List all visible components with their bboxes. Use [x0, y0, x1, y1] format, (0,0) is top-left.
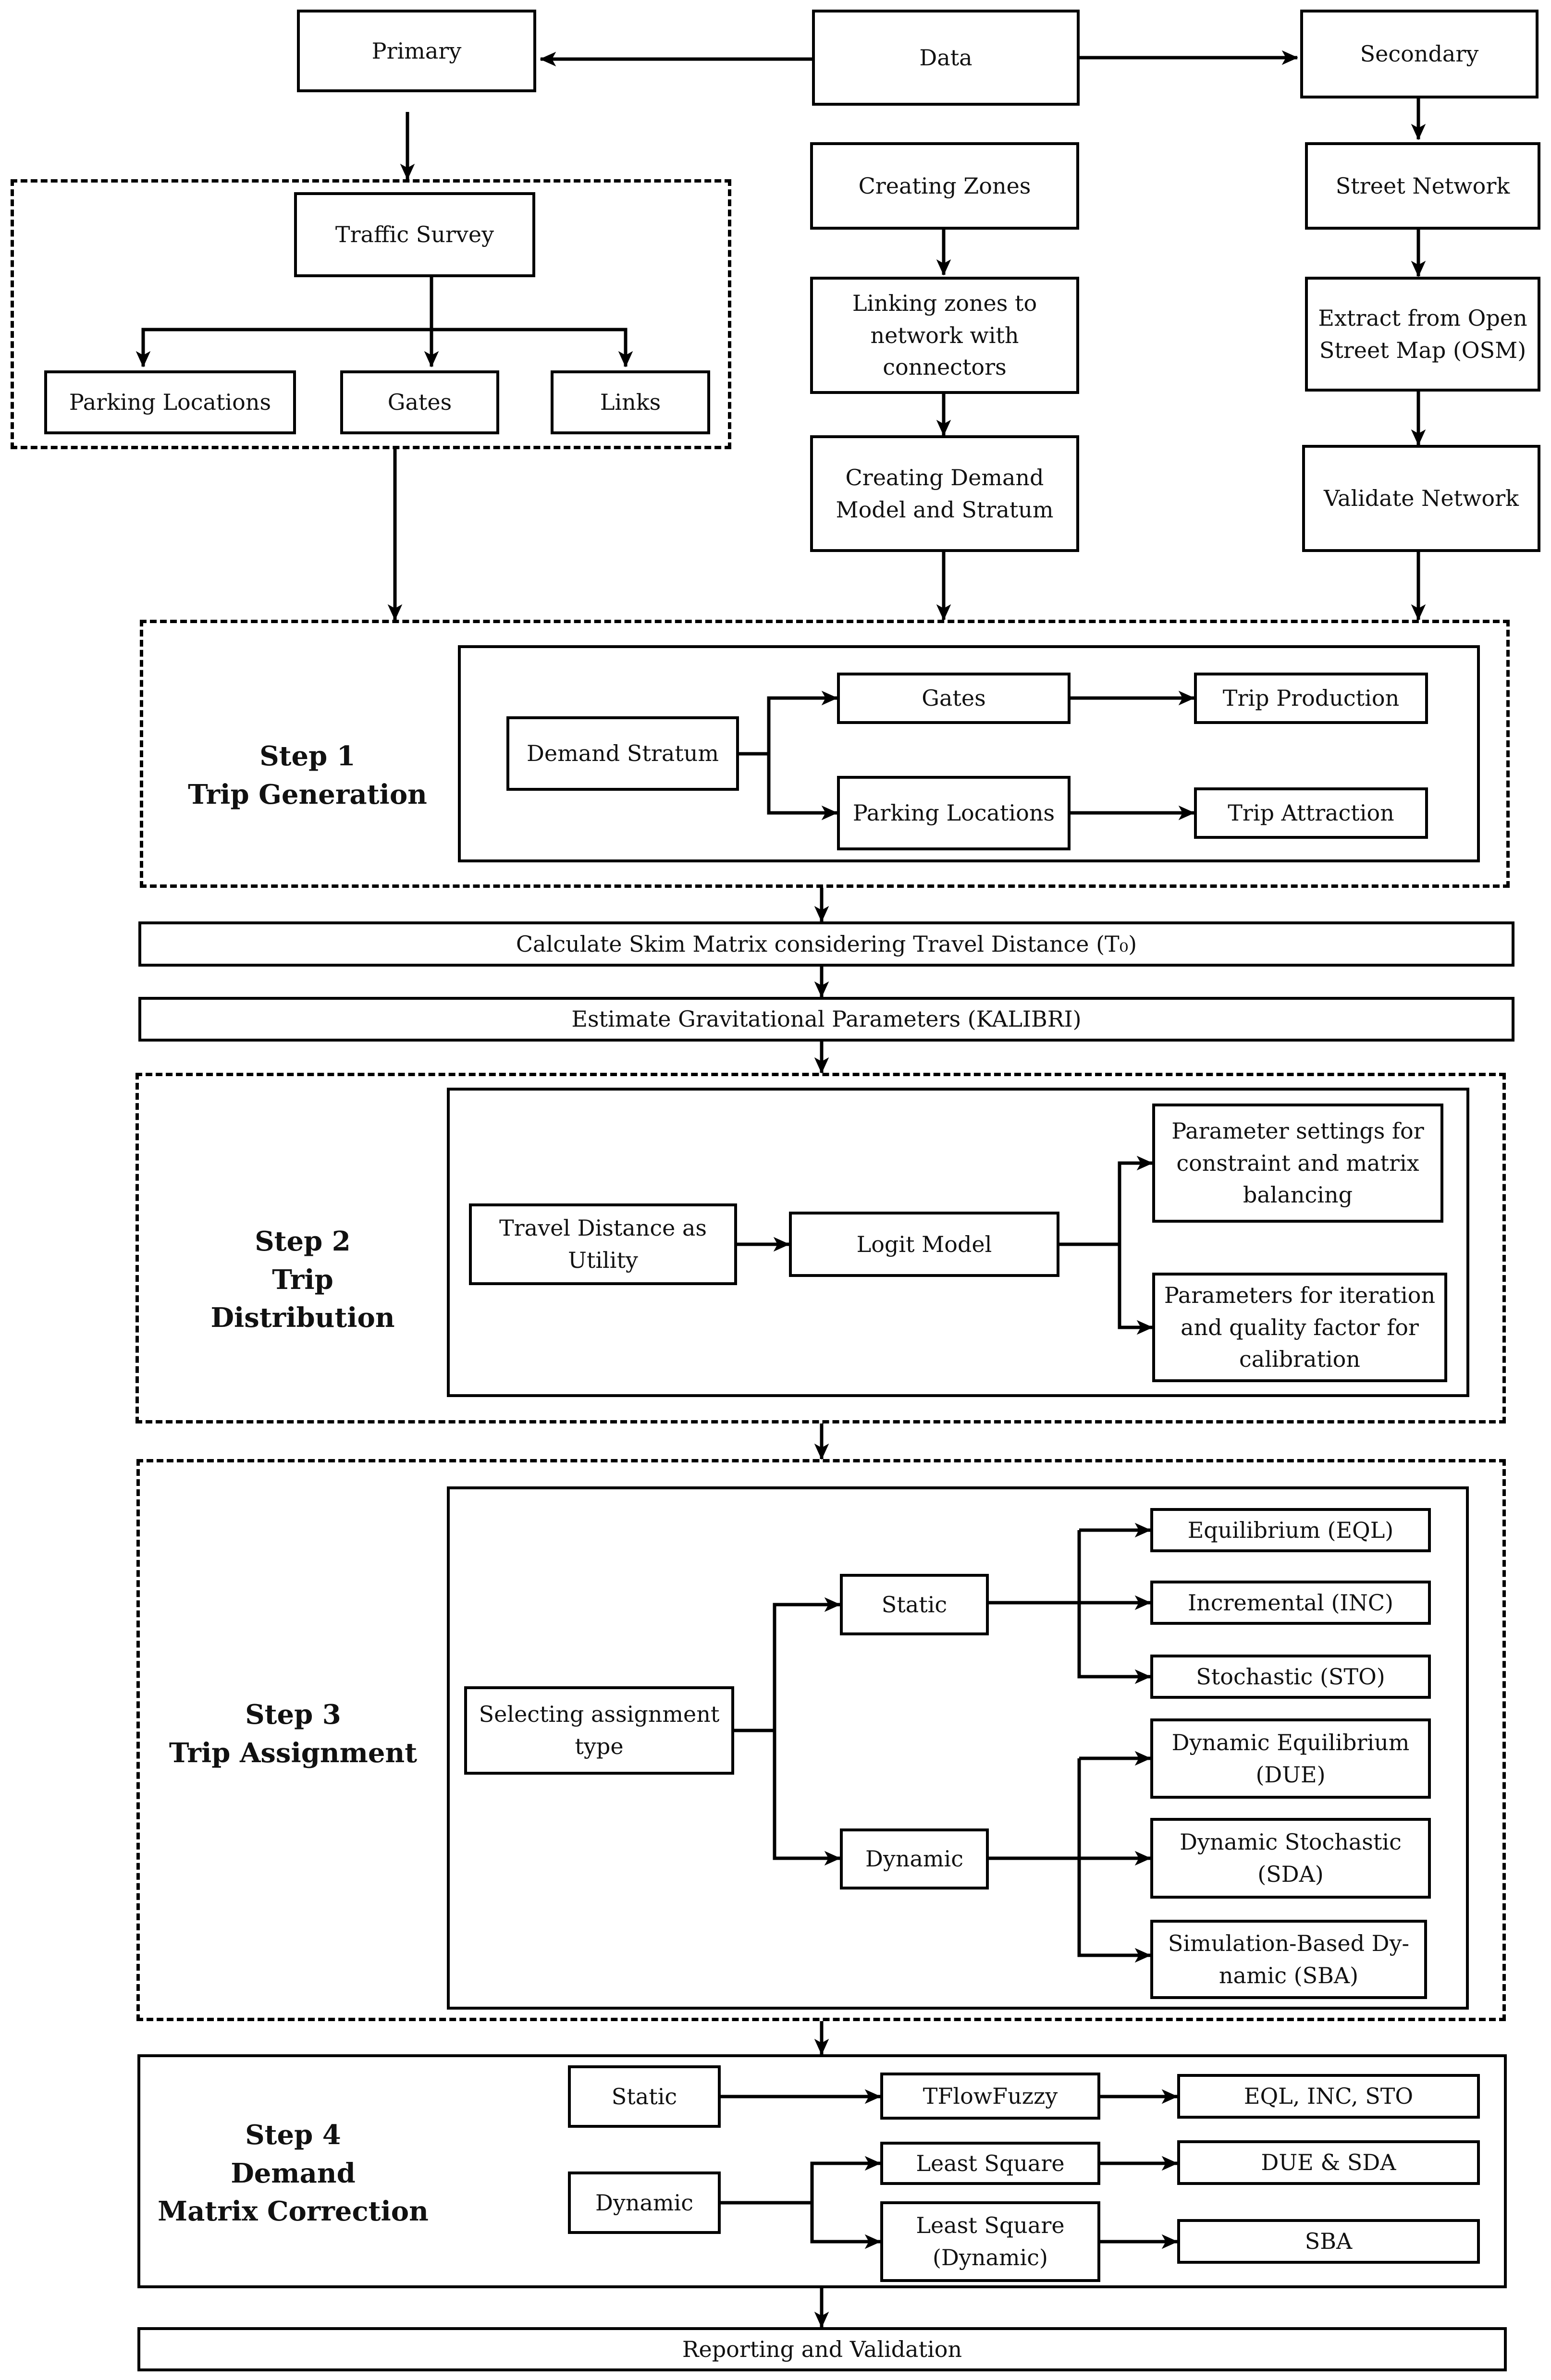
- step2-inner-panel: [447, 1088, 1469, 1397]
- dynamic-assignment-box: Dynamic: [840, 1828, 989, 1889]
- step1-container: [140, 620, 1510, 888]
- simulation-based-dynamic-sba-box: Simulation-Based Dy-namic (SBA): [1150, 1920, 1427, 1999]
- step1-label: Step 1 Trip Generation: [188, 740, 427, 810]
- step4-dynamic-box: Dynamic: [568, 2171, 721, 2234]
- step2-label: Step 2 Trip Distribution: [210, 1226, 395, 1334]
- dynamic-equilibrium-due-box: Dynamic Equilibrium (DUE): [1150, 1718, 1431, 1799]
- least-square-box: Least Square: [880, 2142, 1100, 2185]
- logit-model-box: Logit Model: [789, 1212, 1059, 1277]
- primary-box: Primary: [297, 10, 536, 92]
- traffic-survey-group: [11, 179, 731, 449]
- least-square-dynamic-box: Least Square (Dynamic): [880, 2201, 1100, 2282]
- demand-stratum-box: Demand Stratum: [506, 716, 739, 791]
- incremental-inc-box: Incremental (INC): [1150, 1581, 1431, 1625]
- dynamic-stochastic-sda-box: Dynamic Stochastic (SDA): [1150, 1818, 1431, 1899]
- parameter-iteration-box: Parameters for iteration and quality fac…: [1152, 1273, 1447, 1382]
- step4-static-box: Static: [568, 2065, 721, 2128]
- gravitational-parameters-box: Estimate Gravitational Parameters (KALIB…: [138, 997, 1514, 1042]
- gates-box: Gates: [340, 370, 499, 434]
- step3-inner-panel: [447, 1486, 1469, 2010]
- equilibrium-eql-box: Equilibrium (EQL): [1150, 1508, 1431, 1552]
- trip-production-box: Trip Production: [1194, 673, 1428, 724]
- travel-distance-utility-box: Travel Distance as Utility: [469, 1203, 737, 1285]
- step4-container: [137, 2054, 1507, 2288]
- data-box: Data: [812, 10, 1080, 106]
- skim-matrix-box: Calculate Skim Matrix considering Travel…: [138, 921, 1514, 967]
- street-network-box: Street Network: [1305, 142, 1540, 230]
- step2-container: [135, 1073, 1506, 1423]
- traffic-survey-box: Traffic Survey: [294, 192, 535, 277]
- creating-demand-box: Creating Demand Model and Stratum: [810, 435, 1079, 552]
- step3-container: [136, 1459, 1506, 2021]
- due-sda-box: DUE & SDA: [1177, 2140, 1480, 2185]
- step4-sba-box: SBA: [1177, 2219, 1480, 2264]
- step3-label: Step 3 Trip Assignment: [169, 1699, 418, 1769]
- extract-osm-box: Extract from Open Street Map (OSM): [1305, 277, 1540, 392]
- reporting-validation-box: Reporting and Validation: [137, 2327, 1507, 2371]
- step1-inner-panel: [458, 645, 1480, 862]
- parameter-constraint-box: Parameter settings for constraint and ma…: [1152, 1104, 1443, 1223]
- selecting-assignment-type-box: Selecting assignment type: [464, 1686, 734, 1775]
- step1-parking-locations-box: Parking Locations: [837, 776, 1071, 850]
- creating-zones-box: Creating Zones: [810, 142, 1079, 230]
- linking-zones-box: Linking zones to network with connectors: [810, 277, 1079, 394]
- validate-network-box: Validate Network: [1302, 445, 1540, 552]
- secondary-box: Secondary: [1300, 10, 1539, 98]
- tflowfuzzy-box: TFlowFuzzy: [880, 2073, 1100, 2120]
- stochastic-sto-box: Stochastic (STO): [1150, 1655, 1431, 1699]
- links-box: Links: [551, 370, 710, 434]
- parking-locations-box: Parking Locations: [44, 370, 296, 434]
- static-assignment-box: Static: [840, 1574, 989, 1635]
- step4-label: Step 4 Demand Matrix Correction: [158, 2119, 429, 2228]
- trip-attraction-box: Trip Attraction: [1194, 787, 1428, 839]
- eql-inc-sto-box: EQL, INC, STO: [1177, 2074, 1480, 2119]
- step1-gates-box: Gates: [837, 673, 1071, 724]
